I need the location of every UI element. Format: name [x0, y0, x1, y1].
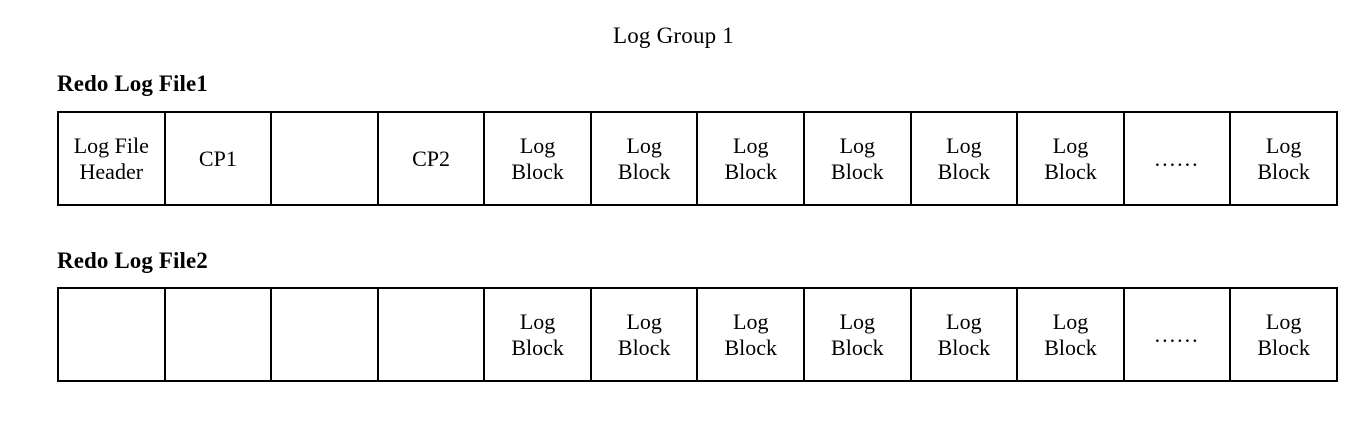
file1-cell-ellipsis: ...... — [1125, 113, 1232, 204]
file2-cell-log-block-1-text: Log Block — [511, 308, 564, 360]
file1-cell-log-block-1-text: Log Block — [511, 132, 564, 184]
file2-cell-log-block-5: Log Block — [912, 289, 1019, 380]
file1-cell-cp1: CP1 — [166, 113, 273, 204]
file2-cell-empty-1 — [59, 289, 166, 380]
file1-cell-log-block-2-text: Log Block — [617, 132, 671, 184]
file2-cell-log-block-1: Log Block — [485, 289, 592, 380]
file2-cell-log-block-3-text: Log Block — [724, 308, 778, 360]
redo-log-file1-label: Redo Log File1 — [57, 71, 208, 96]
file2-cell-log-block-5-text: Log Block — [937, 308, 991, 360]
file1-cell-log-block-last: Log Block — [1231, 113, 1336, 204]
file1-cell-log-block-4: Log Block — [805, 113, 912, 204]
file1-cell-ellipsis-text: ...... — [1154, 145, 1200, 171]
file2-cell-log-block-last: Log Block — [1231, 289, 1336, 380]
file1-cell-log-file-header-text: Log File Header — [73, 132, 149, 184]
file1-cell-cp1-text: CP1 — [198, 145, 237, 171]
file1-cell-log-block-6-text: Log Block — [1044, 132, 1097, 184]
file2-cell-empty-4 — [379, 289, 486, 380]
file1-cell-log-block-2: Log Block — [592, 113, 699, 204]
file2-cell-log-block-4-text: Log Block — [831, 308, 884, 360]
file1-cell-log-block-3-text: Log Block — [724, 132, 778, 184]
file1-cell-log-block-6: Log Block — [1018, 113, 1125, 204]
file1-cell-log-block-3: Log Block — [698, 113, 806, 204]
file2-cell-log-block-2: Log Block — [592, 289, 699, 380]
file1-cell-log-block-1: Log Block — [485, 113, 592, 204]
redo-log-file2-strip: Log Block Log Block Log Block Log Block … — [57, 287, 1338, 382]
file1-cell-log-block-4-text: Log Block — [831, 132, 884, 184]
file1-cell-log-block-5: Log Block — [912, 113, 1019, 204]
file2-cell-log-block-last-text: Log Block — [1257, 308, 1310, 360]
redo-log-file2-label: Redo Log File2 — [57, 248, 208, 273]
file2-cell-ellipsis: ...... — [1125, 289, 1232, 380]
redo-log-file1-strip: Log File Header CP1 CP2 Log Block Log Bl… — [57, 111, 1338, 206]
file2-cell-log-block-6: Log Block — [1018, 289, 1125, 380]
file1-cell-log-file-header: Log File Header — [59, 113, 166, 204]
file1-cell-cp2-text: CP2 — [412, 145, 450, 171]
file1-cell-empty-1 — [272, 113, 379, 204]
file1-cell-log-block-last-text: Log Block — [1257, 132, 1310, 184]
file2-cell-empty-3 — [272, 289, 379, 380]
file2-cell-log-block-6-text: Log Block — [1044, 308, 1097, 360]
file2-cell-log-block-3: Log Block — [698, 289, 806, 380]
file2-cell-log-block-4: Log Block — [805, 289, 912, 380]
diagram-title: Log Group 1 — [612, 23, 735, 48]
file2-cell-log-block-2-text: Log Block — [617, 308, 671, 360]
file2-cell-ellipsis-text: ...... — [1154, 321, 1200, 347]
file2-cell-empty-2 — [166, 289, 273, 380]
file1-cell-cp2: CP2 — [379, 113, 486, 204]
file1-cell-log-block-5-text: Log Block — [937, 132, 991, 184]
